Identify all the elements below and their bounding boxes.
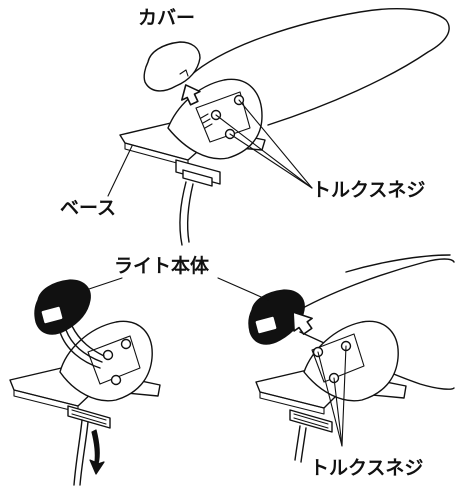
bl-mount-inner (87, 335, 141, 385)
light-body-label: ライト本体 (114, 254, 210, 277)
torque-screw-label-top: トルクスネジ (312, 179, 425, 201)
top-cable-2 (186, 183, 194, 243)
light-body-leader-left (85, 277, 123, 291)
br-screw-leader-1 (317, 351, 343, 447)
bottom-left-figure (9, 279, 161, 486)
top-figure: カバー ベース トルクスネジ (60, 7, 450, 246)
cover-notch (179, 69, 189, 77)
bl-stem-lines (71, 409, 107, 425)
br-screw-leader-3 (333, 377, 343, 447)
bl-stem (67, 405, 111, 429)
br-insert-arrow (292, 311, 313, 335)
cover-label: カバー (138, 7, 195, 29)
br-base-plate-edge (259, 391, 325, 415)
br-wires (294, 425, 307, 463)
top-stem-cap (182, 169, 213, 187)
bl-screw-1 (102, 349, 114, 361)
top-mount-hatch (200, 113, 213, 129)
base-leader-line (107, 145, 133, 197)
top-screw-leader-3 (229, 133, 313, 189)
br-shell-outline (291, 258, 455, 315)
bottom-right-figure (248, 254, 455, 463)
cover-part (143, 41, 201, 92)
br-screw-leader-2 (341, 345, 347, 447)
cover-removal-arrow (180, 84, 201, 106)
bl-screw-3 (110, 374, 122, 386)
bl-screw-2 (120, 338, 132, 350)
top-cable (179, 181, 187, 246)
bl-pull-arrow (89, 429, 105, 475)
light-body-leader-right (217, 277, 269, 301)
br-mount-inner (311, 333, 365, 383)
br-stem (289, 409, 333, 433)
top-screw-plate (195, 91, 251, 143)
bl-wires (73, 419, 89, 486)
top-shell-outline (189, 8, 450, 126)
bl-light-wires (59, 325, 105, 369)
br-stem-lines (293, 413, 329, 429)
torque-screw-label-bottom: トルクスネジ (310, 457, 423, 479)
top-screw-leader-2 (215, 114, 313, 189)
br-light-window (254, 315, 278, 335)
br-shell-top (345, 254, 451, 273)
top-screw-leader-1 (238, 99, 313, 189)
bl-light-window (40, 305, 64, 325)
bl-light-body (34, 279, 91, 335)
base-label: ベース (60, 197, 116, 219)
